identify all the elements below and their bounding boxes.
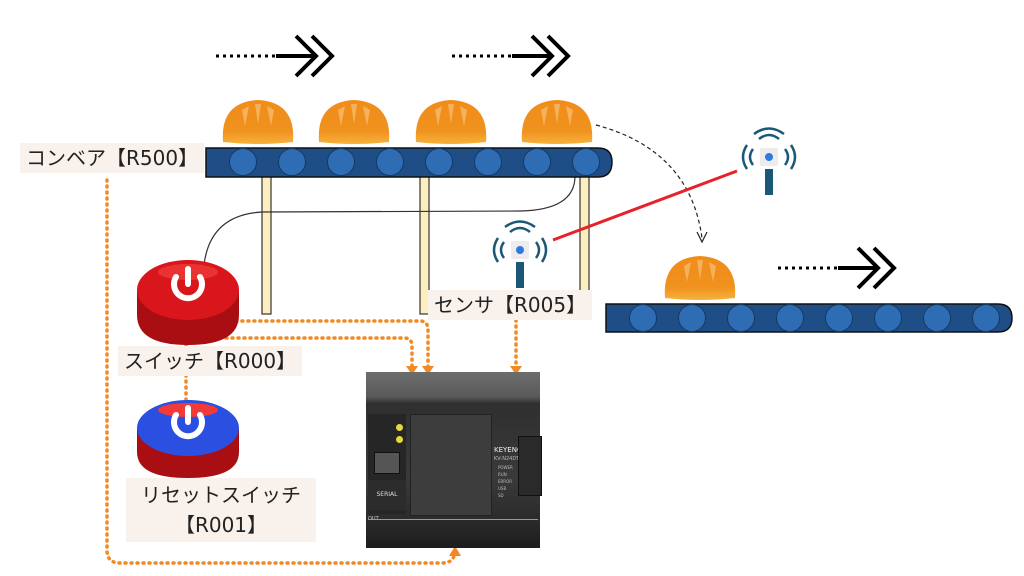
direction-arrow-icon [214,34,334,78]
conveyor-roller [776,304,804,332]
plc-cover [410,414,492,516]
conveyor-roller [425,148,453,176]
plc-status-led: POWER [498,465,513,470]
start-switch-icon[interactable] [137,260,239,345]
conveyor-label: コンベア【R500】 [20,143,205,173]
plc-model: KV-N24DT [494,456,520,462]
reset-switch-icon[interactable] [137,400,239,478]
conveyor-roller [523,148,551,176]
reset-switch-label-line2: 【R001】 [174,513,268,537]
conveyor-roller [474,148,502,176]
plc-status-led: ERROR [498,479,513,484]
plc-brand: KEYENCE [494,446,527,454]
plc-status-led: RUN [498,472,507,477]
conveyor-roller [825,304,853,332]
conveyor-roller [923,304,951,332]
bread-icon [318,100,390,144]
plc-led [396,436,403,443]
usb-port [374,452,400,474]
conveyor-roller [327,148,355,176]
serial-port: SERIAL [368,480,406,510]
plc-right-panel [518,436,542,496]
lower-conveyor [605,303,1013,333]
bread-icon [521,100,593,144]
bread-icon [664,256,736,300]
transfer-path [595,124,703,239]
reset-switch-label-line1: リセットスイッチ [141,483,301,507]
bread-icon [415,100,487,144]
conveyor-roller [972,304,1000,332]
plc-unit: SERIAL KEYENCE KV-N24DT POWER RUN ERROR … [366,372,542,548]
conveyor-leg [261,175,272,315]
conveyor-roller [678,304,706,332]
conveyor-roller [629,304,657,332]
conveyor-roller [278,148,306,176]
sensor-receiver-icon [741,127,797,197]
power-cable [203,175,576,266]
conveyor-roller [572,148,600,176]
transfer-arrowhead-icon [696,231,708,244]
conveyor-roller [874,304,902,332]
direction-arrow-icon [450,34,570,78]
direction-arrow-icon [776,246,896,290]
conveyor-roller [727,304,755,332]
sensor-emitter-icon [492,220,548,290]
upper-conveyor [205,147,613,178]
sensor-beam [552,169,738,242]
switch-label: スイッチ【R000】 [118,346,303,376]
plc-status-led: SD [498,493,504,498]
bread-icon [222,100,294,144]
conveyor-roller [376,148,404,176]
sensor-label: センサ【R005】 [428,290,593,320]
signal-arrowheads [406,366,522,556]
plc-terminal-strip [368,519,538,520]
conveyor-roller [229,148,257,176]
plc-status-led: USB [498,486,507,491]
plc-led [396,424,403,431]
reset-switch-label: リセットスイッチ 【R001】 [126,478,316,542]
